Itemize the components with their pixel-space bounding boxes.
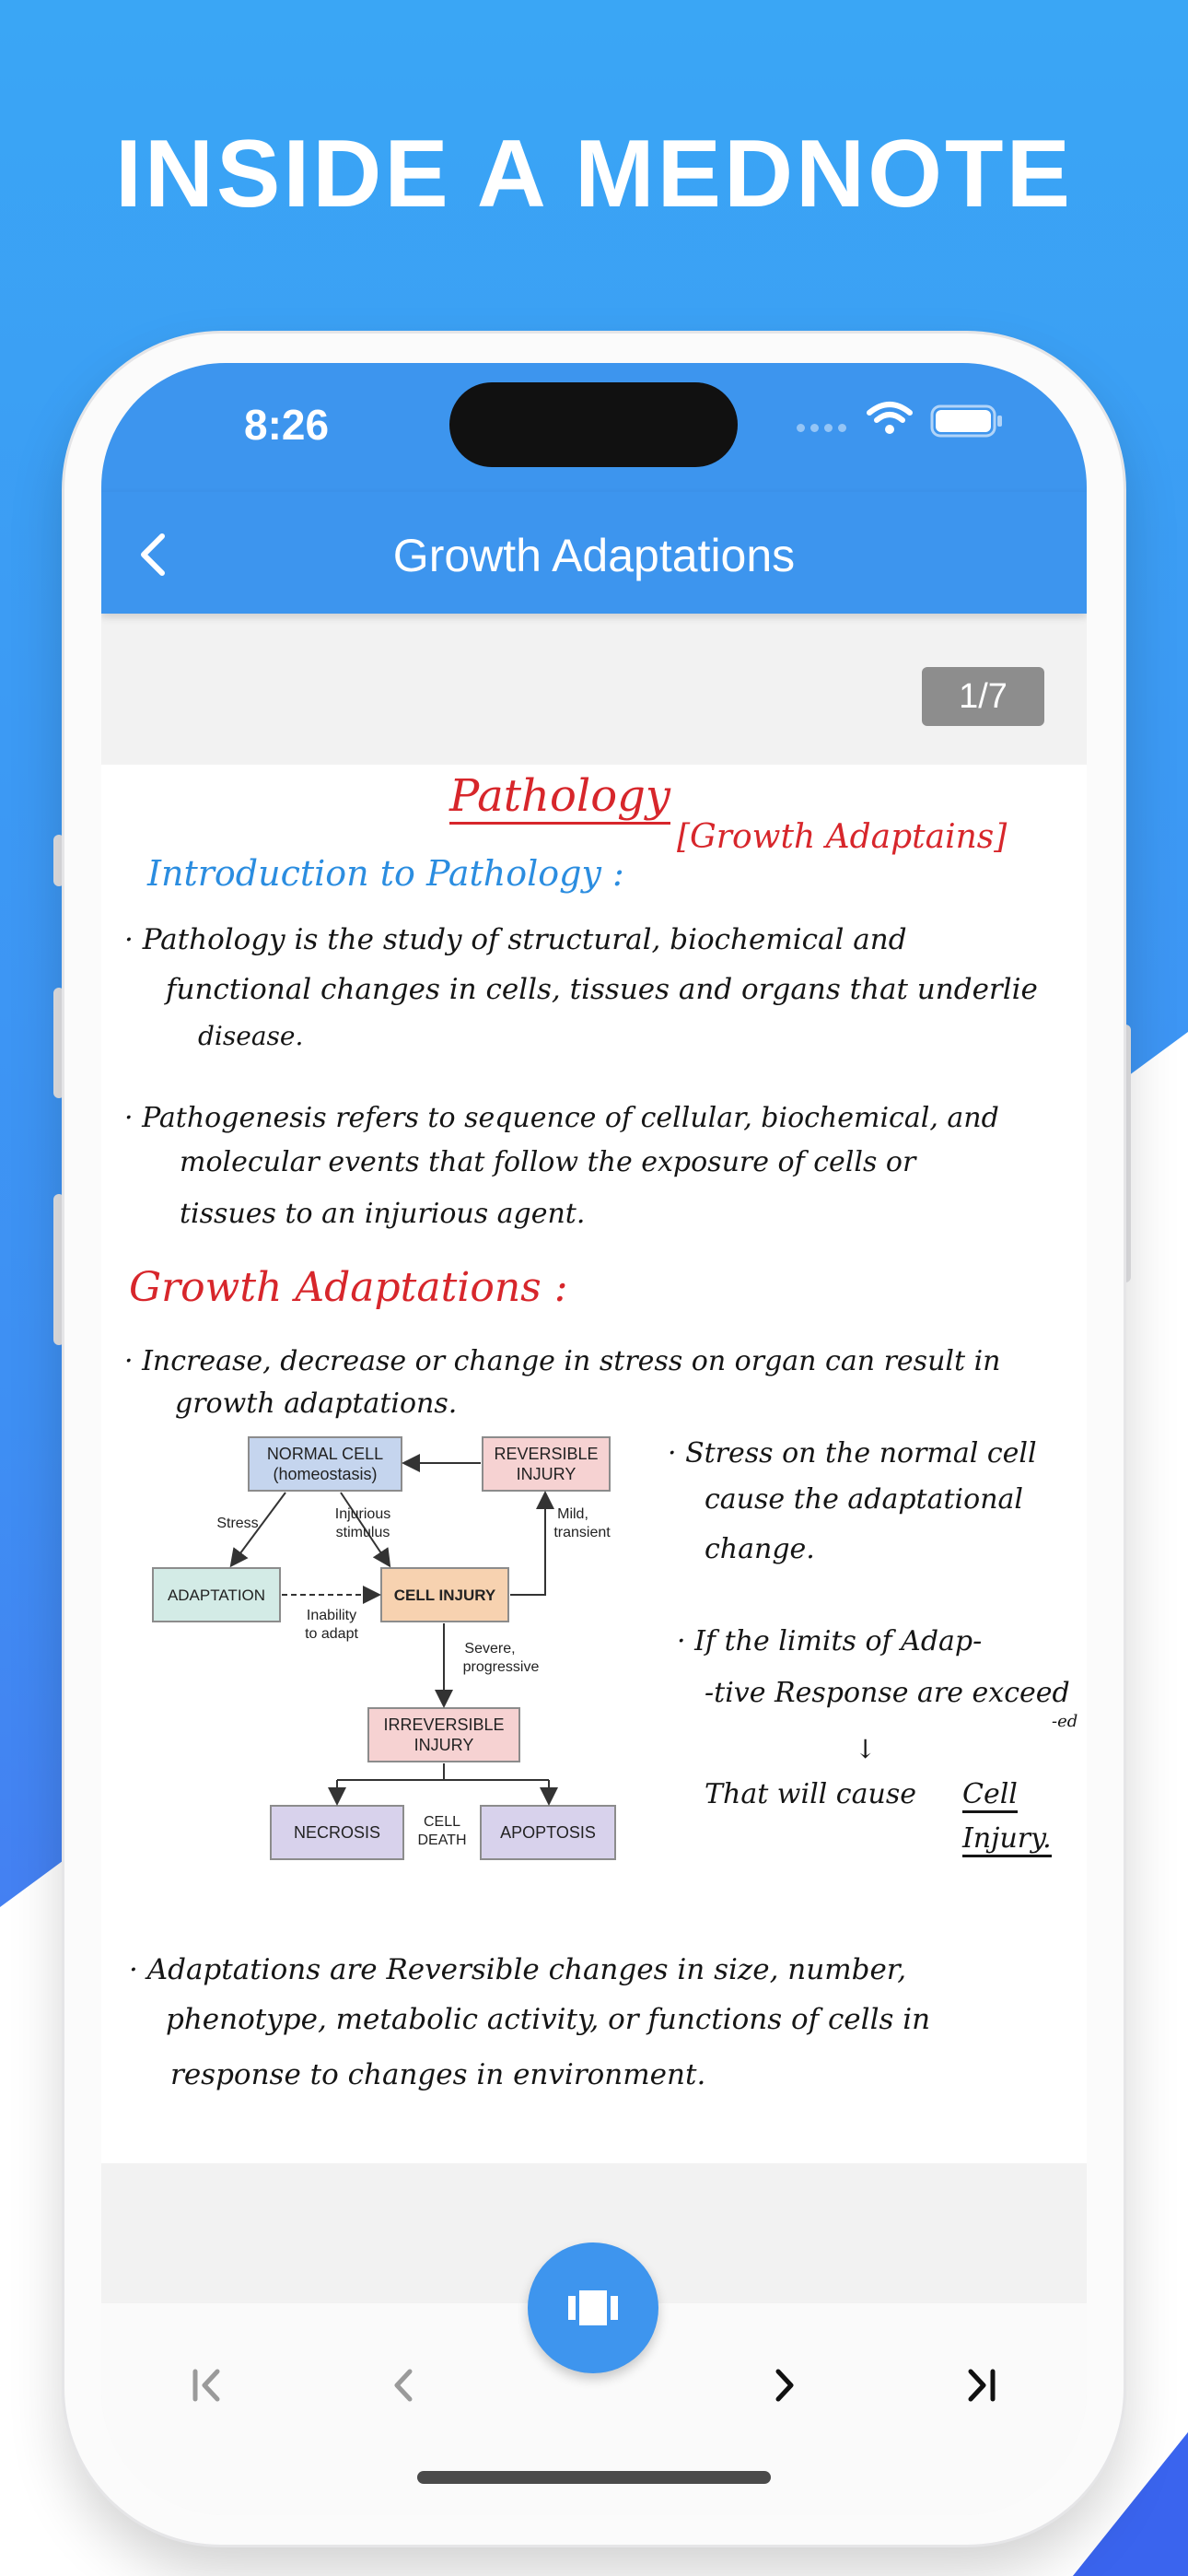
note-line: response to changes in environment. [170,2058,706,2091]
side-note-arrow: ↓ [855,1734,877,1764]
previous-page-icon[interactable] [371,2353,436,2418]
cell-injury-box [380,1567,509,1622]
severe-sublabel: progressive [463,1659,540,1675]
normal-cell-label: NORMAL CELL [267,1445,383,1463]
cell-death-label: CELL [424,1814,460,1830]
side-note-injury: Injury. [962,1822,1052,1857]
adaptation-label: ADAPTATION [168,1587,265,1604]
phone-frame: 8:26 Growth Adaptations 1/7 Pathology [64,334,1124,2545]
note-line: · Increase, decrease or change in stress… [124,1345,1001,1377]
note-line: tissues to an injurious agent. [180,1198,586,1230]
adaptation-box [152,1567,281,1622]
carousel-view-button[interactable] [528,2242,658,2373]
battery-icon [930,404,1002,438]
dynamic-island [449,382,738,467]
headline: INSIDE A MEDNOTE [115,121,1073,228]
necrosis-box [270,1805,404,1860]
irreversible-sublabel: INJURY [414,1736,474,1754]
note-line: · Pathogenesis refers to sequence of cel… [124,1102,999,1134]
irreversible-label: IRREVERSIBLE [383,1715,504,1734]
injurious-sublabel: stimulus [336,1525,390,1540]
phone-side-button [53,835,64,886]
apoptosis-label: APOPTOSIS [500,1823,596,1842]
side-note-line: That will cause [705,1778,916,1810]
side-note-cell: Cell [962,1778,1018,1813]
side-note-line: · If the limits of Adap- [677,1625,983,1657]
cell-injury-label: CELL INJURY [394,1587,496,1604]
note-line: growth adaptations. [175,1388,458,1420]
injurious-label: Injurious [335,1506,390,1522]
note-title: Pathology [449,770,670,825]
growth-heading: Growth Adaptations : [129,1264,568,1311]
back-chevron-icon[interactable] [127,527,182,582]
reversible-label: REVERSIBLE [494,1445,598,1463]
stress-label: Stress [216,1516,258,1531]
side-note-line: -ed [1052,1712,1078,1731]
cell-death-sublabel: DEATH [417,1832,466,1848]
note-line: phenotype, metabolic activity, or functi… [166,2003,931,2036]
apoptosis-box [480,1805,616,1860]
irreversible-injury-box [367,1707,520,1762]
page-indicator: 1/7 [922,667,1044,726]
first-page-icon[interactable] [175,2353,239,2418]
wifi-icon [867,402,913,434]
note-page: Pathology [Growth Adaptains] Introductio… [101,765,1087,2163]
inability-sublabel: to adapt [305,1626,358,1642]
cell-injury-diagram: NORMAL CELL (homeostasis) REVERSIBLE INJ… [152,1436,616,1860]
note-line: molecular events that follow the exposur… [180,1146,916,1178]
side-note-line: -tive Response are exceed [705,1677,1070,1709]
inability-label: Inability [307,1608,356,1623]
note-subtitle: [Growth Adaptains] [677,818,1007,856]
side-note-line: · Stress on the normal cell [668,1437,1037,1469]
mild-label: Mild, [557,1506,588,1522]
app-bar: Growth Adaptations [101,492,1087,614]
phone-volume-down-button [53,1194,64,1345]
carousel-icon [568,2290,618,2325]
reversible-sublabel: INJURY [517,1465,577,1483]
side-note-line: change. [705,1533,815,1565]
mild-sublabel: transient [553,1525,611,1540]
intro-heading: Introduction to Pathology : [147,853,624,894]
status-bar: 8:26 [101,363,1087,492]
note-line: disease. [198,1021,304,1051]
note-line: · Adaptations are Reversible changes in … [129,1953,907,1986]
necrosis-label: NECROSIS [294,1823,380,1842]
side-note-line: cause the adaptational [705,1483,1023,1516]
home-indicator [417,2471,771,2484]
status-time: 8:26 [244,401,330,449]
signal-dots-icon [797,420,852,437]
severe-label: Severe, [464,1641,515,1657]
phone-screen: 8:26 Growth Adaptations 1/7 Pathology [101,363,1087,2515]
note-line: · Pathology is the study of structural, … [124,923,907,956]
app-bar-title: Growth Adaptations [392,530,796,581]
last-page-icon[interactable] [949,2353,1013,2418]
normal-cell-sublabel: (homeostasis) [273,1465,377,1483]
next-page-icon[interactable] [752,2353,817,2418]
phone-volume-up-button [53,988,64,1098]
note-line: functional changes in cells, tissues and… [166,973,1038,1006]
